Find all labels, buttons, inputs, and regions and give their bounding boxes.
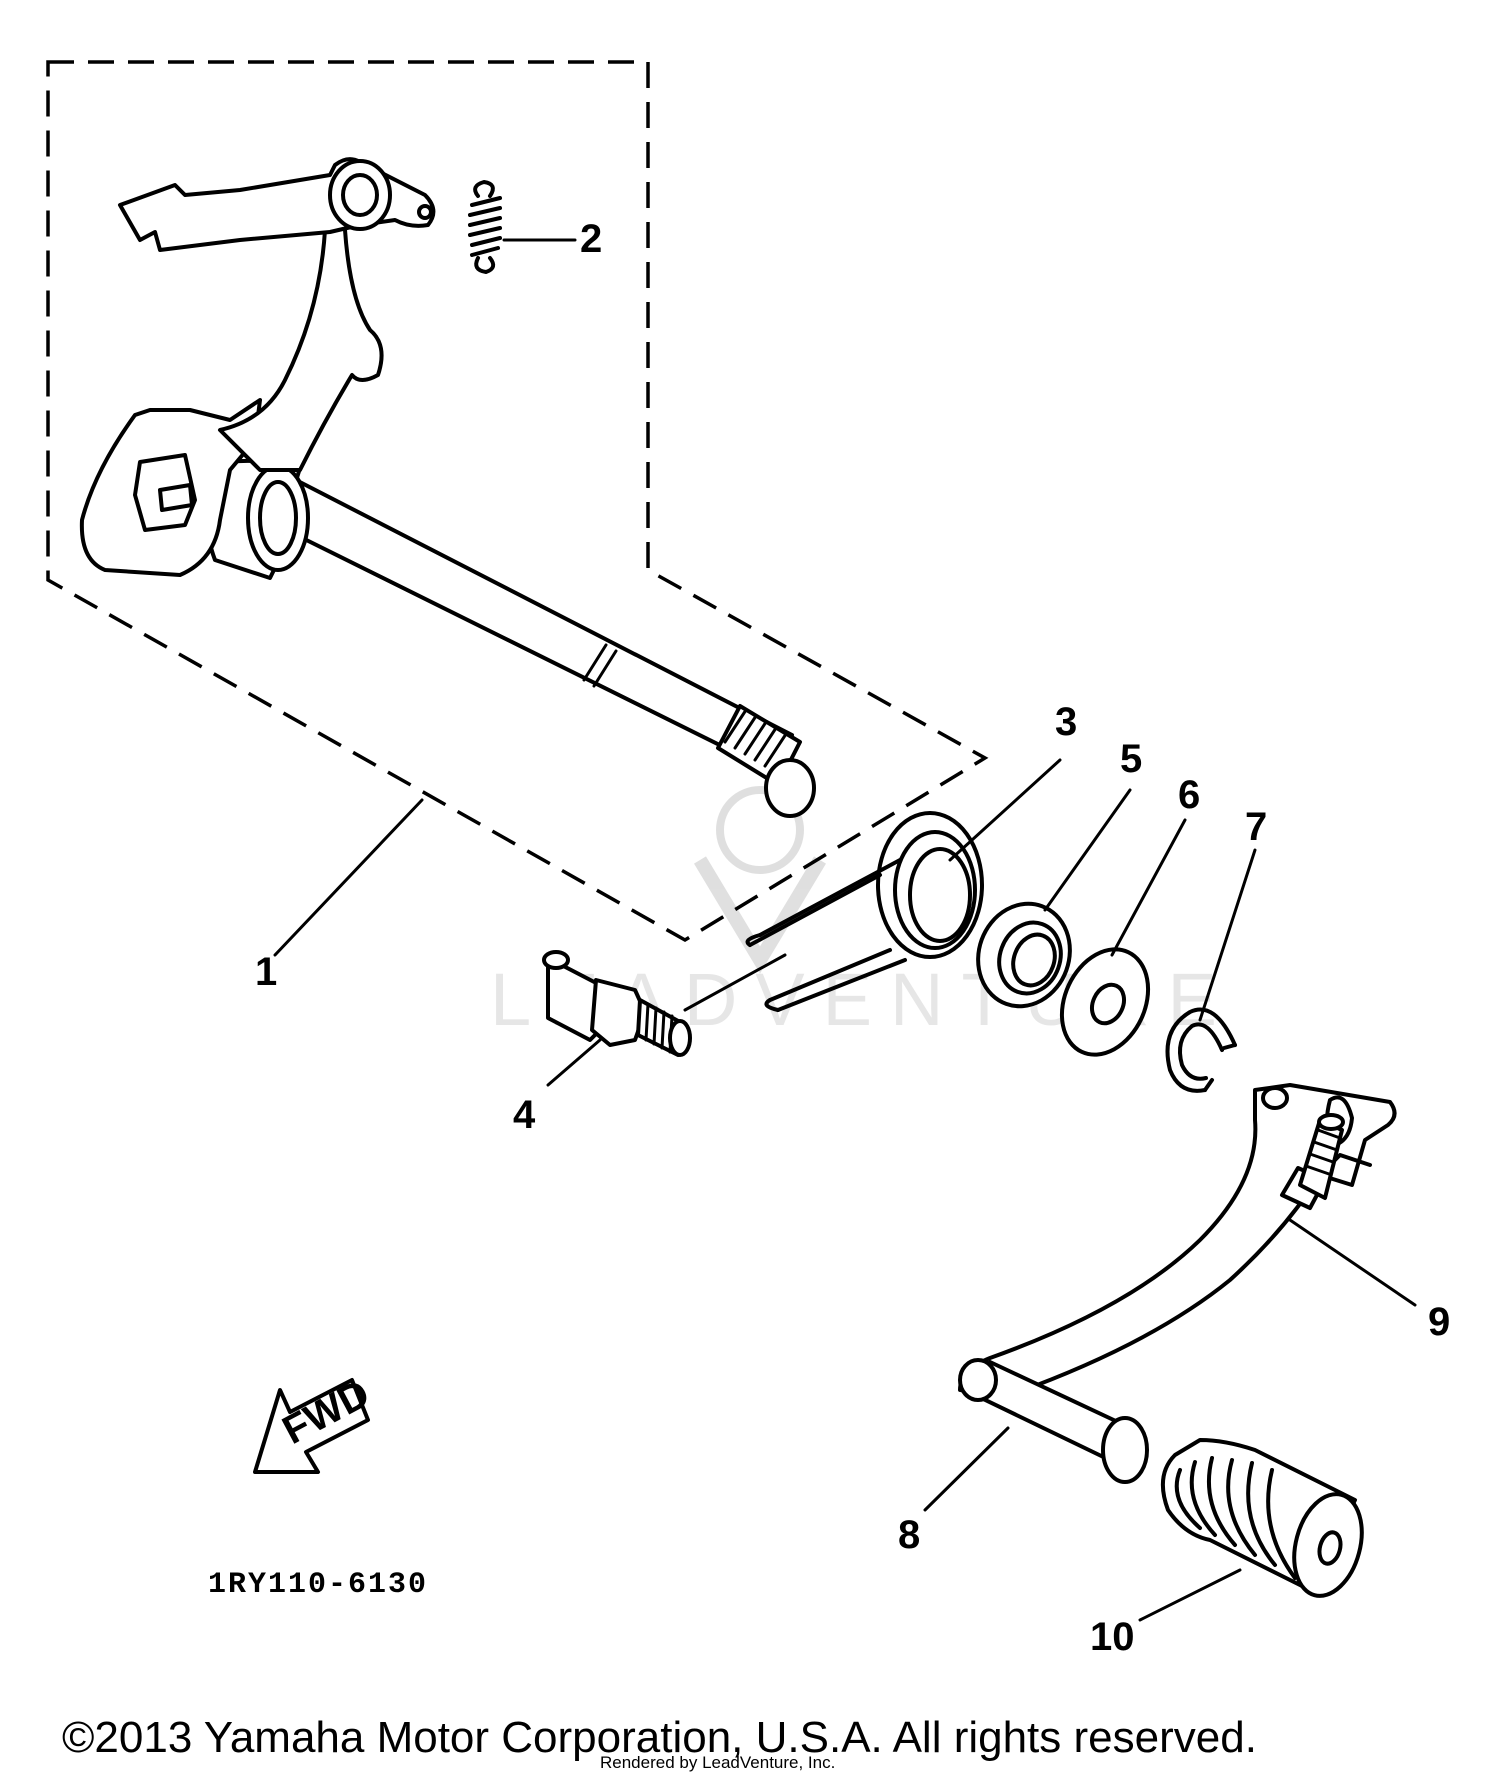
part-circlip [1165, 1007, 1237, 1093]
fwd-arrow-icon: FWD [253, 1371, 377, 1474]
callout-7: 7 [1245, 805, 1267, 849]
callout-5: 5 [1120, 737, 1142, 781]
callout-9: 9 [1428, 1300, 1450, 1344]
callout-10: 10 [1090, 1615, 1135, 1659]
callouts: 1 2 3 5 6 7 4 9 8 10 [255, 217, 1450, 1659]
callout-1: 1 [255, 950, 277, 994]
copyright-text: ©2013 Yamaha Motor Corporation, U.S.A. A… [62, 1713, 1257, 1762]
watermark-logo-icon [693, 786, 827, 974]
callout-6: 6 [1178, 773, 1200, 817]
callout-3: 3 [1055, 700, 1077, 744]
part-pedal-rubber [1160, 1438, 1364, 1598]
leader-lines [273, 238, 1417, 1622]
part-spring [468, 180, 502, 274]
callout-8: 8 [898, 1513, 920, 1557]
assembly-boundary [46, 60, 989, 943]
callout-2: 2 [580, 217, 602, 261]
part-shift-pedal [958, 1083, 1397, 1484]
part-shift-shaft [79, 157, 816, 818]
callout-4: 4 [513, 1093, 536, 1137]
part-bolt [1280, 1113, 1345, 1210]
part-pin-bolt [542, 950, 692, 1057]
part-oil-seal [976, 901, 1072, 1009]
part-washer [1059, 947, 1151, 1057]
rendered-by-text: Rendered by LeadVenture, Inc. [600, 1753, 835, 1772]
part-torsion-spring [745, 811, 984, 1012]
diagram-code: 1RY110-6130 [208, 1568, 428, 1602]
